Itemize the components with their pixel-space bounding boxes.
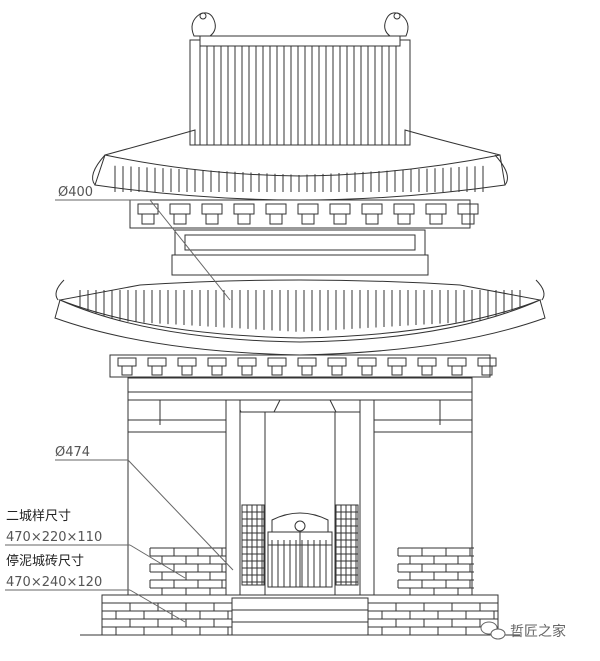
leader-lines bbox=[5, 199, 234, 623]
middle-frieze bbox=[171, 229, 429, 276]
central-doorway bbox=[239, 411, 361, 601]
plinth bbox=[80, 594, 520, 636]
ridge-beast-left bbox=[191, 12, 216, 37]
ridge-beast-right bbox=[384, 12, 409, 37]
lintel-band bbox=[127, 377, 473, 413]
spec1-value: 470×220×110 bbox=[6, 530, 102, 545]
hanging-ornament-left bbox=[234, 399, 281, 413]
spec1-label: 二城样尺寸 bbox=[6, 509, 71, 524]
lower-column-diameter: Ø474 bbox=[55, 445, 90, 460]
watermark-text: 哲匠之家 bbox=[510, 623, 566, 640]
watermark: 哲匠之家 bbox=[480, 621, 566, 640]
upper-column-diameter: Ø400 bbox=[58, 185, 93, 200]
lower-roof bbox=[54, 279, 546, 378]
spec2-label: 停泥城砖尺寸 bbox=[6, 553, 84, 569]
upper-eave bbox=[92, 129, 508, 229]
wechat-icon bbox=[480, 621, 506, 640]
spec2-value: 470×240×120 bbox=[6, 575, 102, 590]
upper-roof-crown bbox=[189, 12, 411, 146]
piers bbox=[127, 399, 474, 604]
